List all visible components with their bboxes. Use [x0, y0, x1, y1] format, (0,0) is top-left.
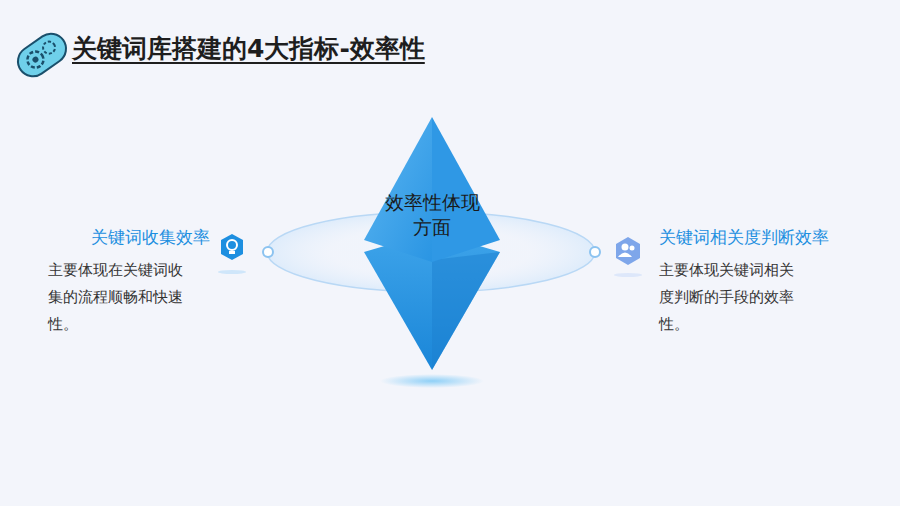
feature-heading: 关键词收集效率 [48, 226, 210, 249]
page-title: 关键词库搭建的4大指标-效率性 [72, 32, 425, 65]
gear-icon [12, 28, 72, 82]
base-shadow [380, 374, 484, 388]
feature-description: 主要体现关键词相关度判断的手段的效率性。 [659, 257, 799, 338]
ring-dot [590, 247, 600, 257]
crystal-upper-face [432, 117, 500, 262]
feature-block: 关键词相关度判断效率主要体现关键词相关度判断的手段的效率性。 [659, 226, 859, 338]
feature-block: 关键词收集效率主要体现在关键词收集的流程顺畅和快速性。 [48, 226, 210, 338]
crystal-upper [364, 117, 432, 262]
center-label: 效率性体现方面 [384, 190, 480, 240]
crystal-lower-face [432, 252, 500, 370]
users-icon [614, 237, 642, 277]
crystal-label: 效率性体现方面 [384, 190, 480, 240]
ring-dot [263, 247, 273, 257]
feature-heading: 关键词相关度判断效率 [659, 226, 859, 249]
feature-description: 主要体现在关键词收集的流程顺畅和快速性。 [48, 257, 188, 338]
bulb-icon [218, 234, 246, 274]
